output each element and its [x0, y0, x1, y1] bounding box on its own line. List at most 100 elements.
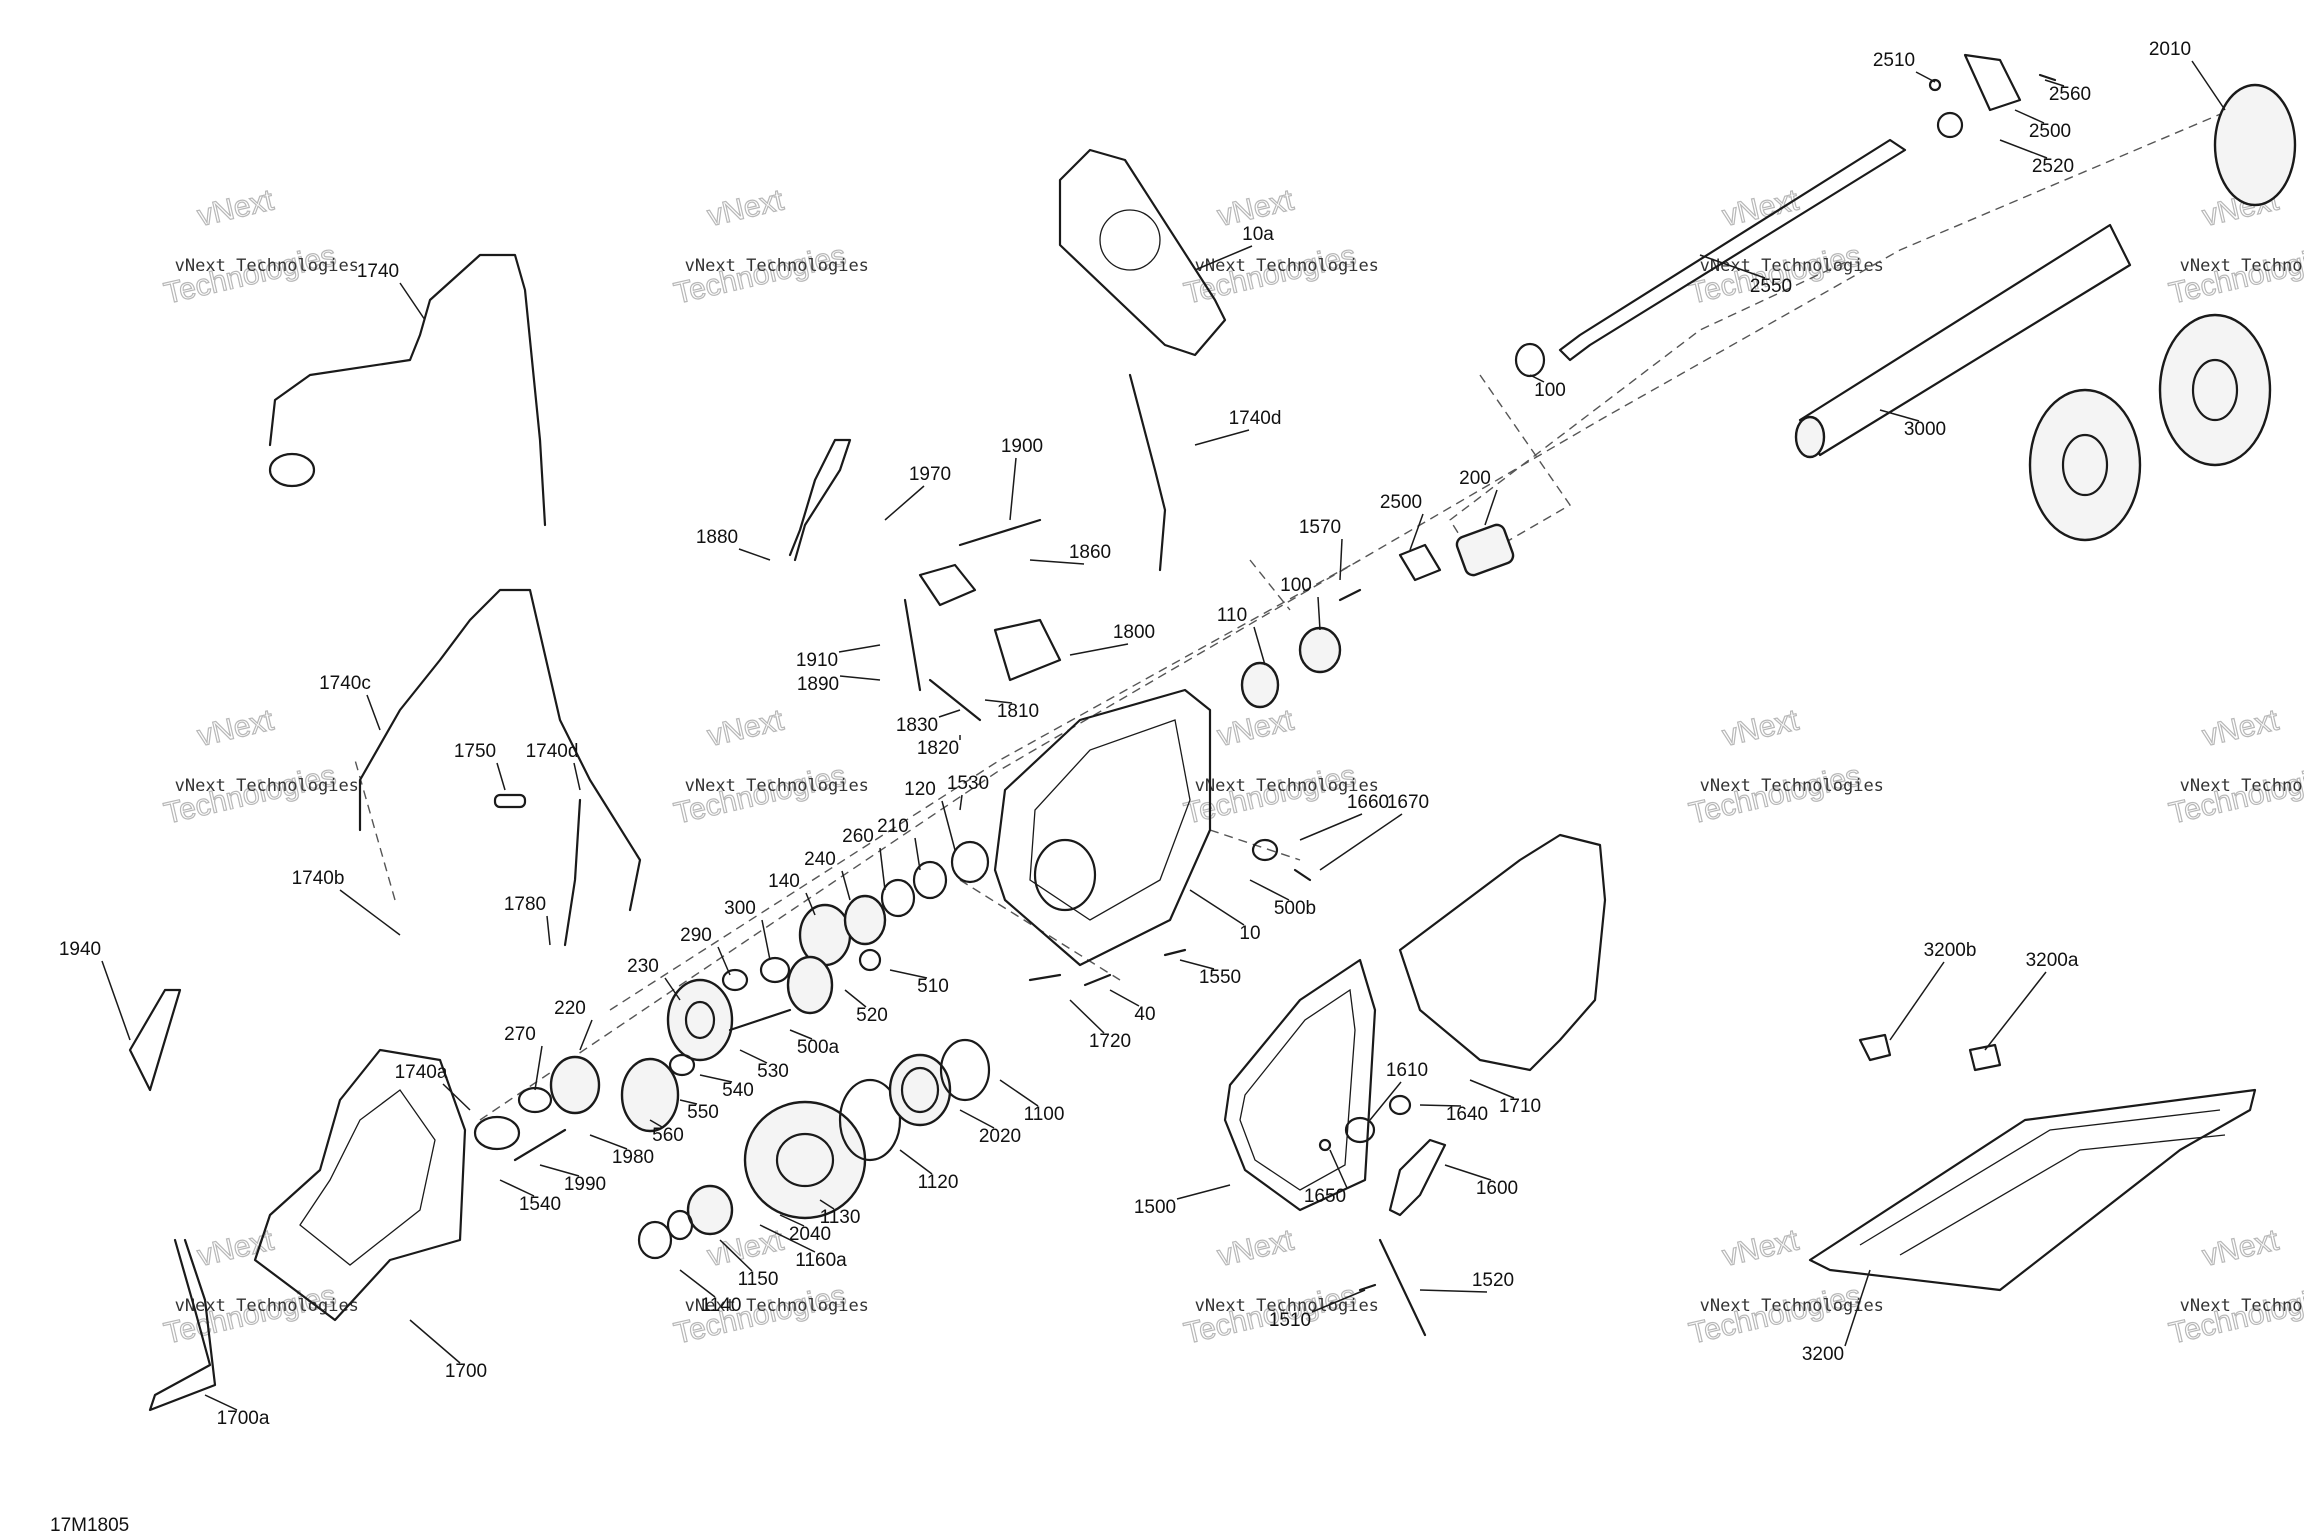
callout-1120: 1120	[899, 1149, 959, 1193]
callout-100: 100	[1280, 575, 1321, 631]
callout-label: 1640	[1446, 1104, 1488, 1125]
callout-label: 1910	[796, 650, 838, 671]
callout-1150: 1150	[719, 1239, 779, 1290]
svg-text:vNext Technologies: vNext Technologies	[1195, 1296, 1379, 1316]
leader-line	[938, 709, 961, 718]
leader-line	[366, 694, 381, 731]
callout-label: 1860	[1069, 542, 1111, 563]
leader-line	[1879, 409, 1920, 422]
callout-label: 200	[1459, 468, 1491, 489]
callout-40: 40	[1109, 989, 1156, 1025]
callout-270: 270	[504, 1024, 543, 1091]
callout-label: 1540	[519, 1194, 561, 1215]
svg-text:vNext: vNext	[1719, 1223, 1802, 1273]
leader-line	[2191, 60, 2226, 111]
leader-line	[1339, 538, 1343, 581]
callout-1830: 1830	[896, 709, 961, 736]
callout-2040: 2040	[779, 1214, 831, 1245]
callout-label: 2500	[2029, 121, 2071, 142]
rod-1740d	[563, 798, 582, 947]
callout-label: 1830	[896, 715, 938, 736]
callout-2500: 2500	[2014, 109, 2071, 142]
callout-260: 260	[842, 826, 886, 891]
callout-510: 510	[889, 969, 949, 997]
callout-label: 2010	[2149, 39, 2191, 60]
callout-10: 10	[1189, 889, 1261, 944]
callout-1530: 1530	[947, 773, 989, 811]
callout-1500: 1500	[1134, 1184, 1231, 1218]
callout-label: 1550	[1199, 967, 1241, 988]
callout-label: 1780	[504, 894, 546, 915]
leader-line	[1069, 999, 1105, 1034]
callout-label: 1800	[1113, 622, 1155, 643]
callout-label: 1700	[445, 1361, 487, 1382]
callout-1610: 1610	[1369, 1060, 1428, 1121]
svg-text:vNext: vNext	[194, 703, 277, 753]
callout-label: 3000	[1904, 419, 1946, 440]
callout-label: 1570	[1299, 517, 1341, 538]
leader-line	[761, 919, 771, 961]
callout-220: 220	[554, 998, 593, 1051]
callout-label: 10a	[1242, 224, 1274, 245]
leader-line	[1469, 1079, 1515, 1099]
callout-1160a: 1160a	[759, 1224, 847, 1271]
callout-label: 1610	[1386, 1060, 1428, 1081]
leader-line	[839, 675, 881, 681]
svg-text:vNext Technologies: vNext Technologies	[1700, 776, 1884, 796]
leader-line	[1409, 513, 1424, 551]
callout-1740d: 1740d	[526, 741, 581, 791]
callout-label: 1900	[1001, 436, 1043, 457]
callout-1910: 1910	[796, 644, 881, 671]
leader-line	[664, 977, 681, 1001]
leader-line	[1069, 643, 1129, 656]
leader-line	[819, 1199, 835, 1210]
leader-line	[1249, 879, 1290, 901]
callout-3200b: 3200b	[1889, 940, 1977, 1041]
callout-label: 1880	[696, 527, 738, 548]
leader-line	[204, 1394, 238, 1411]
callout-label: 1940	[59, 939, 101, 960]
svg-text:vNext: vNext	[1214, 703, 1297, 753]
leader-line	[409, 1319, 461, 1364]
leader-line	[717, 946, 731, 976]
callout-label: 1150	[738, 1269, 779, 1290]
callout-1510: 1510	[1269, 1289, 1366, 1331]
svg-text:vNext Technologies: vNext Technologies	[685, 776, 869, 796]
callout-label: 240	[804, 849, 836, 870]
callout-560: 560	[649, 1119, 684, 1146]
leader-line	[1109, 989, 1140, 1007]
svg-text:vNext Technologies: vNext Technologies	[2180, 776, 2304, 796]
chaincase-cover-1700	[253, 1048, 467, 1322]
callout-label: 120	[904, 779, 936, 800]
callout-label: 2560	[2049, 84, 2091, 105]
callout-1700: 1700	[409, 1319, 487, 1382]
belt-1500	[1223, 958, 1377, 1212]
callout-1540: 1540	[499, 1179, 561, 1215]
leader-line	[1299, 813, 1363, 841]
svg-text:vNext: vNext	[1719, 183, 1802, 233]
callout-label: 2500	[1380, 492, 1422, 513]
callout-label: 1980	[612, 1147, 654, 1168]
leader-line	[573, 762, 581, 791]
callout-label: 110	[1217, 605, 1247, 626]
shaft-2550	[1558, 138, 1907, 362]
chaincase-10	[993, 688, 1212, 967]
svg-text:vNext Technologies: vNext Technologies	[2180, 1296, 2304, 1316]
leader-line	[399, 282, 426, 321]
svg-text:vNext Technologies: vNext Technologies	[1700, 1296, 1884, 1316]
callout-label: 1140	[701, 1295, 742, 1316]
callout-label: 300	[724, 898, 756, 919]
leader-line	[1844, 1269, 1871, 1347]
callout-label: 1750	[454, 741, 496, 762]
callout-520: 520	[844, 989, 888, 1026]
callout-label: 260	[842, 826, 874, 847]
callout-1740: 1740	[357, 261, 426, 321]
callout-label: 1120	[918, 1172, 959, 1193]
callout-110: 110	[1217, 605, 1266, 666]
callout-label: 3200b	[1924, 940, 1977, 961]
svg-text:vNext Technologies: vNext Technologies	[1195, 776, 1379, 796]
callout-1890: 1890	[797, 674, 881, 695]
callout-label: 140	[768, 871, 800, 892]
